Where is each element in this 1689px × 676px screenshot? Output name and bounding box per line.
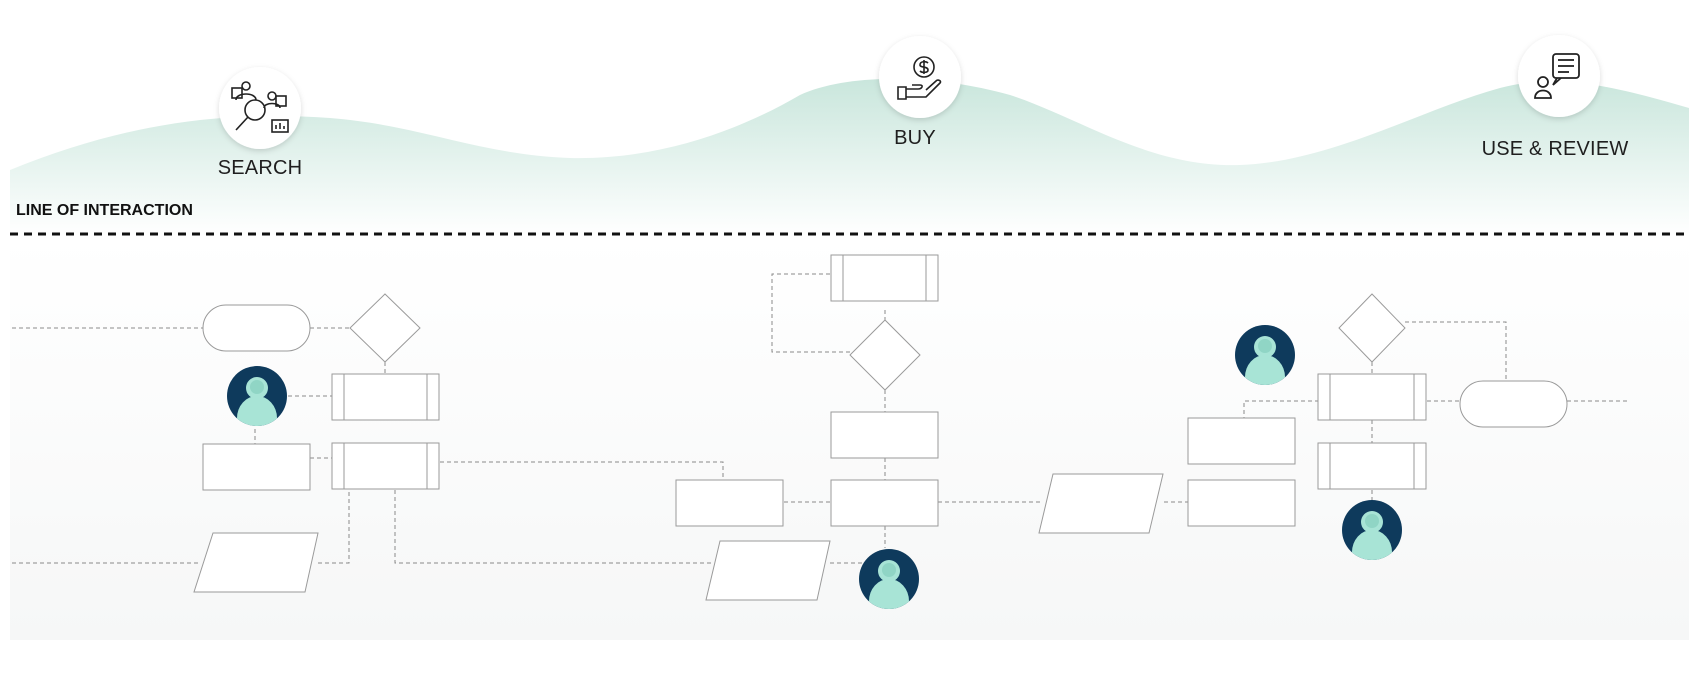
stage-buy bbox=[879, 36, 961, 118]
process bbox=[1187, 479, 1296, 527]
process bbox=[1187, 417, 1296, 465]
money-hand-icon bbox=[897, 56, 942, 100]
stage-use-review bbox=[1518, 35, 1600, 117]
process bbox=[675, 479, 784, 527]
person-avatar-icon bbox=[1342, 500, 1402, 560]
processes bbox=[202, 254, 1427, 527]
wave-band bbox=[10, 78, 1689, 235]
process bbox=[202, 443, 311, 491]
person-avatar-icon bbox=[859, 549, 919, 609]
line-of-interaction-label: LINE OF INTERACTION bbox=[16, 202, 193, 219]
avatars bbox=[227, 325, 1402, 609]
decision bbox=[349, 293, 421, 363]
decisions bbox=[349, 293, 1406, 391]
stage-label-buy: BUY bbox=[894, 127, 936, 149]
connectors bbox=[12, 273, 1630, 564]
terminators bbox=[202, 304, 1568, 428]
predefined-process bbox=[331, 442, 440, 490]
predefined-process bbox=[830, 254, 939, 302]
stage-search bbox=[219, 67, 301, 149]
predefined-process bbox=[1317, 373, 1427, 421]
terminator bbox=[202, 304, 311, 352]
stage-label-use-review: USE & REVIEW bbox=[1481, 138, 1629, 160]
input-output bbox=[193, 532, 319, 593]
predefined-process bbox=[1317, 442, 1427, 490]
predefined-process bbox=[331, 373, 440, 421]
input-output bbox=[705, 540, 831, 601]
process bbox=[830, 479, 939, 527]
input-output bbox=[1038, 473, 1164, 534]
user-chat-icon bbox=[1534, 53, 1580, 99]
person-avatar-icon bbox=[1235, 325, 1295, 385]
decision bbox=[1338, 293, 1406, 363]
terminator bbox=[1459, 380, 1568, 428]
person-avatar-icon bbox=[227, 366, 287, 426]
stage-label-search: SEARCH bbox=[217, 157, 303, 179]
process bbox=[830, 411, 939, 459]
search-analytics-icon bbox=[231, 81, 289, 133]
decision bbox=[849, 319, 921, 391]
inputs bbox=[193, 473, 1164, 601]
